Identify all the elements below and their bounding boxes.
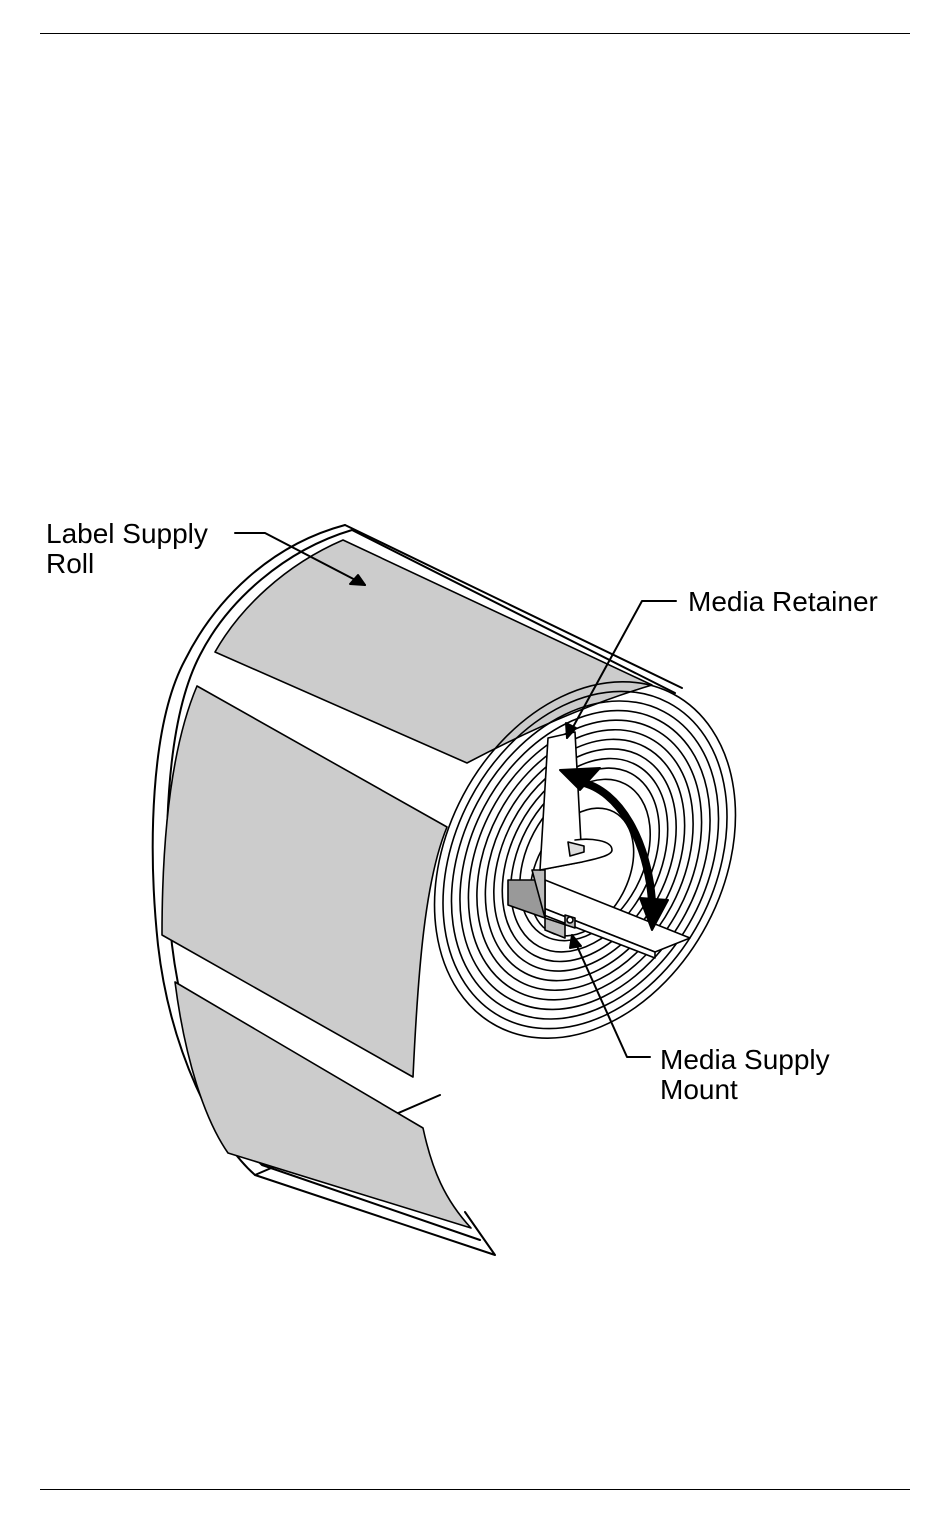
media-supply-mount-line1: Media Supply [660,1045,830,1075]
media-supply-mount-line2: Mount [660,1075,830,1105]
media-retainer [540,732,612,870]
label-supply-roll-callout: Label Supply Roll [46,519,208,579]
media-supply-mount-callout: Media Supply Mount [660,1045,830,1105]
media-retainer-callout: Media Retainer [688,587,878,617]
label-supply-roll-line1: Label Supply [46,519,208,549]
label-top [215,540,652,763]
label-supply-roll-line2: Roll [46,549,208,579]
footer-rule [40,1489,910,1490]
